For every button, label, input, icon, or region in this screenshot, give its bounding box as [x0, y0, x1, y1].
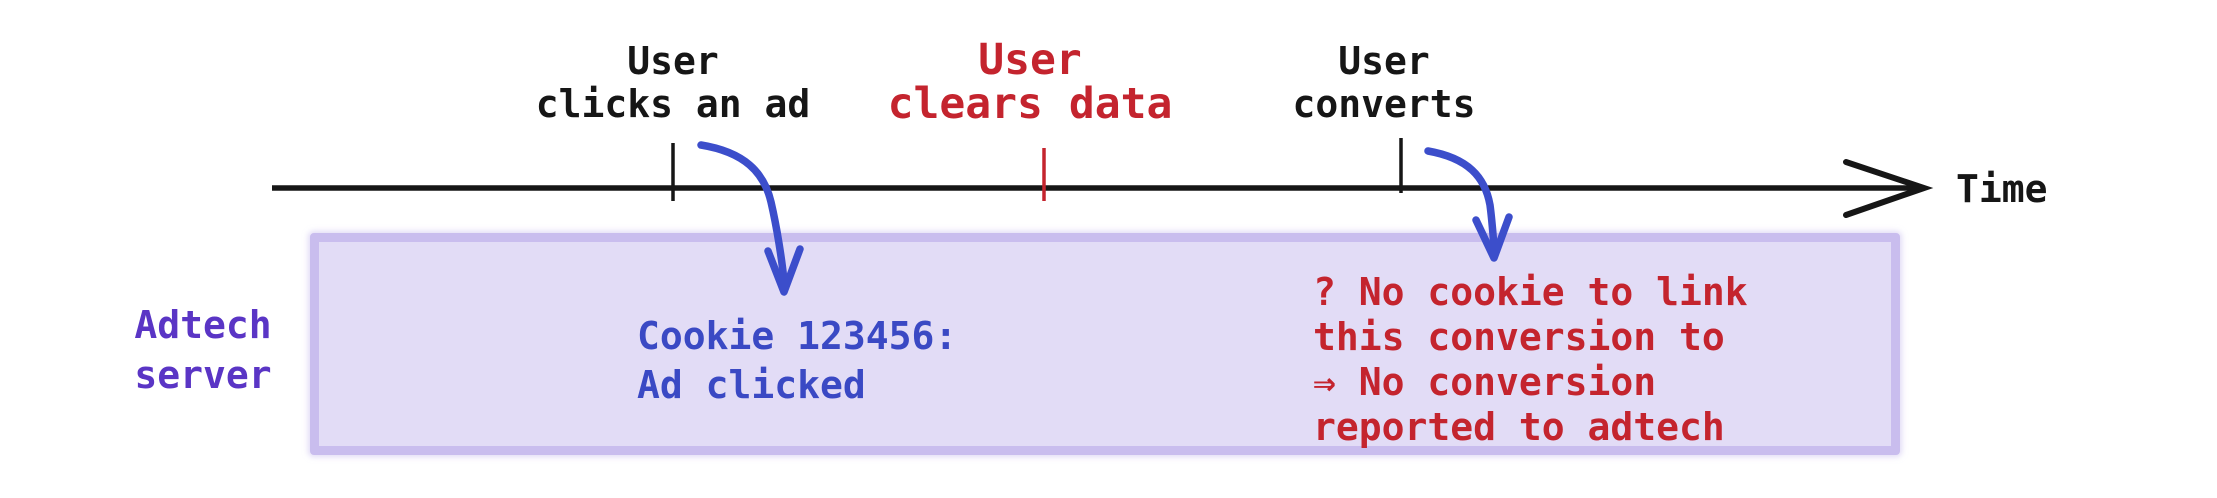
- click-to-cookie-arrow: [697, 141, 788, 285]
- event-label-user-clicks-ad: User clicks an ad: [536, 40, 811, 126]
- event-label-line: User: [978, 35, 1082, 85]
- event-label-line: clears data: [887, 79, 1173, 129]
- adtech-server-label-line: Adtech: [134, 303, 272, 347]
- no-conversion-line: this conversion to: [1313, 315, 1725, 359]
- no-conversion-line: ⇒ No conversion: [1313, 360, 1657, 404]
- cookie-logged-note: Cookie 123456: Ad clicked: [637, 312, 957, 410]
- convert-to-box-arrow: [1424, 147, 1498, 251]
- event-label-line: clicks an ad: [535, 82, 811, 126]
- time-axis-arrowhead-icon: [1843, 159, 1934, 218]
- adtech-server-label: Adtech server: [134, 300, 271, 400]
- cookie-note-line: Ad clicked: [637, 363, 866, 407]
- convert-to-box-arrowhead-icon: [1472, 213, 1513, 262]
- no-conversion-line: ? No cookie to link: [1313, 270, 1748, 314]
- event-label-user-converts: User converts: [1292, 40, 1475, 126]
- event-label-line: converts: [1292, 82, 1476, 126]
- adtech-server-label-line: server: [134, 353, 272, 397]
- click-to-cookie-arrowhead-icon: [764, 245, 804, 296]
- time-axis-label: Time: [1956, 167, 2048, 211]
- no-conversion-note: ? No cookie to link this conversion to ⇒…: [1313, 270, 1748, 450]
- event-label-user-clears-data: User clears data: [888, 38, 1173, 126]
- no-conversion-line: reported to adtech: [1313, 405, 1725, 449]
- adtech-server-box: [310, 233, 1900, 455]
- cookie-note-line: Cookie 123456:: [637, 314, 958, 358]
- event-label-line: User: [627, 39, 719, 83]
- event-label-line: User: [1338, 39, 1430, 83]
